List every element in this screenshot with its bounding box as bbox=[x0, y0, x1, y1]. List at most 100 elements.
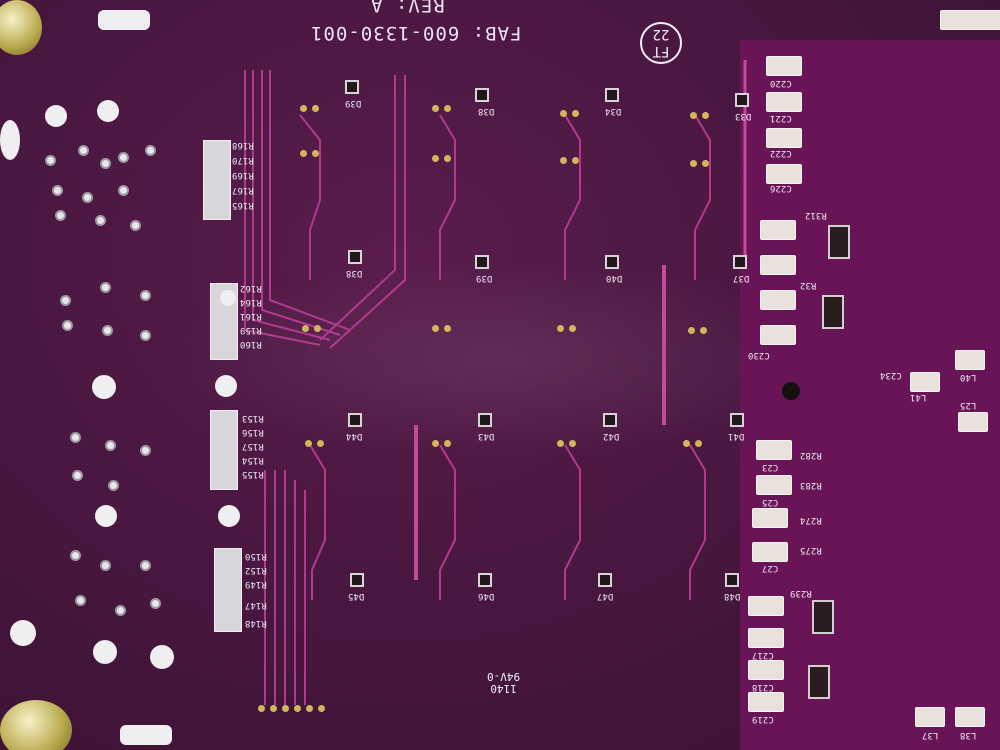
capacitor bbox=[915, 707, 945, 727]
resistor-label: R162 bbox=[240, 283, 262, 293]
mounting-hole bbox=[95, 505, 117, 527]
component-label: C217 bbox=[752, 650, 774, 660]
capacitor bbox=[766, 56, 802, 76]
diode-ic bbox=[348, 250, 362, 264]
resistor-bank bbox=[210, 410, 238, 490]
solder-pad bbox=[688, 327, 695, 334]
component-label: L41 bbox=[910, 392, 927, 402]
diode-label: D38 bbox=[478, 106, 495, 116]
date-code-line1: 1140 bbox=[490, 682, 517, 695]
solder-pad bbox=[444, 440, 451, 447]
resistor-label: R160 bbox=[240, 339, 262, 349]
via bbox=[70, 550, 81, 561]
diode-label: D45 bbox=[348, 591, 365, 601]
mounting-hole bbox=[215, 375, 237, 397]
ft-badge-line2: 22 bbox=[652, 26, 670, 42]
via bbox=[118, 152, 129, 163]
diode-ic bbox=[735, 93, 749, 107]
connector-tab bbox=[98, 10, 150, 30]
capacitor bbox=[760, 290, 796, 310]
panel-hole bbox=[782, 382, 800, 400]
capacitor bbox=[766, 164, 802, 184]
component-label: C226 bbox=[770, 183, 792, 193]
diode-label: D44 bbox=[346, 431, 363, 441]
component-label: C230 bbox=[748, 350, 770, 360]
fab-number: FAB: 600-1330-001 bbox=[310, 22, 522, 44]
solder-pad bbox=[702, 160, 709, 167]
capacitor bbox=[748, 596, 784, 616]
resistor-label: R147 bbox=[245, 600, 267, 610]
mounting-hole bbox=[10, 620, 36, 646]
diode-ic bbox=[603, 413, 617, 427]
solder-pad bbox=[302, 325, 309, 332]
diode-label: D38 bbox=[346, 268, 363, 278]
via bbox=[55, 210, 66, 221]
diode-label: D33 bbox=[735, 111, 752, 121]
capacitor bbox=[748, 692, 784, 712]
mounting-hole bbox=[150, 645, 174, 669]
capacitor bbox=[958, 412, 988, 432]
via bbox=[52, 185, 63, 196]
solder-pad bbox=[300, 105, 307, 112]
via bbox=[118, 185, 129, 196]
diode-label: D47 bbox=[597, 591, 614, 601]
diode-label: D42 bbox=[603, 431, 620, 441]
capacitor bbox=[756, 475, 792, 495]
via bbox=[60, 295, 71, 306]
via bbox=[102, 325, 113, 336]
mounting-hole bbox=[92, 375, 116, 399]
via bbox=[140, 290, 151, 301]
via bbox=[75, 595, 86, 606]
solder-pad bbox=[702, 112, 709, 119]
component-label: C27 bbox=[762, 563, 779, 573]
component-label: R282 bbox=[800, 450, 822, 460]
ft-badge: FT 22 bbox=[640, 22, 682, 64]
resistor-label: R159 bbox=[240, 325, 262, 335]
resistor-bank bbox=[203, 140, 231, 220]
via bbox=[100, 560, 111, 571]
screw-head bbox=[0, 700, 72, 750]
solder-pad bbox=[695, 440, 702, 447]
solder-pad bbox=[318, 705, 325, 712]
diode-ic bbox=[605, 88, 619, 102]
resistor-label: R157 bbox=[242, 441, 264, 451]
diode-label: D40 bbox=[606, 273, 623, 283]
diode-label: D37 bbox=[733, 273, 750, 283]
tantalum-cap bbox=[808, 665, 830, 699]
solder-pad bbox=[557, 440, 564, 447]
mounting-hole bbox=[97, 100, 119, 122]
via bbox=[82, 192, 93, 203]
capacitor bbox=[940, 10, 1000, 30]
ft-badge-line1: FT bbox=[652, 43, 670, 59]
component-label: R312 bbox=[805, 210, 827, 220]
component-label: L40 bbox=[960, 372, 977, 382]
revision: REV: A bbox=[370, 0, 445, 16]
diode-label: D34 bbox=[605, 106, 622, 116]
capacitor bbox=[752, 508, 788, 528]
resistor-label: R156 bbox=[242, 427, 264, 437]
capacitor bbox=[955, 350, 985, 370]
screw-head bbox=[0, 0, 42, 55]
via bbox=[100, 282, 111, 293]
diode-label: D41 bbox=[728, 431, 745, 441]
solder-pad bbox=[294, 705, 301, 712]
connector-tab bbox=[120, 725, 172, 745]
solder-pad bbox=[305, 440, 312, 447]
capacitor bbox=[766, 92, 802, 112]
resistor-label: R148 bbox=[245, 618, 267, 628]
component-label: C220 bbox=[770, 78, 792, 88]
capacitor bbox=[748, 628, 784, 648]
solder-pad bbox=[690, 112, 697, 119]
solder-pad bbox=[312, 105, 319, 112]
capacitor bbox=[760, 220, 796, 240]
mounting-hole bbox=[45, 105, 67, 127]
via bbox=[130, 220, 141, 231]
solder-pad bbox=[700, 327, 707, 334]
tantalum-cap bbox=[828, 225, 850, 259]
diode-ic bbox=[725, 573, 739, 587]
solder-pad bbox=[444, 325, 451, 332]
solder-pad bbox=[314, 325, 321, 332]
resistor-label: R154 bbox=[242, 455, 264, 465]
diode-ic bbox=[350, 573, 364, 587]
diode-label: D43 bbox=[478, 431, 495, 441]
